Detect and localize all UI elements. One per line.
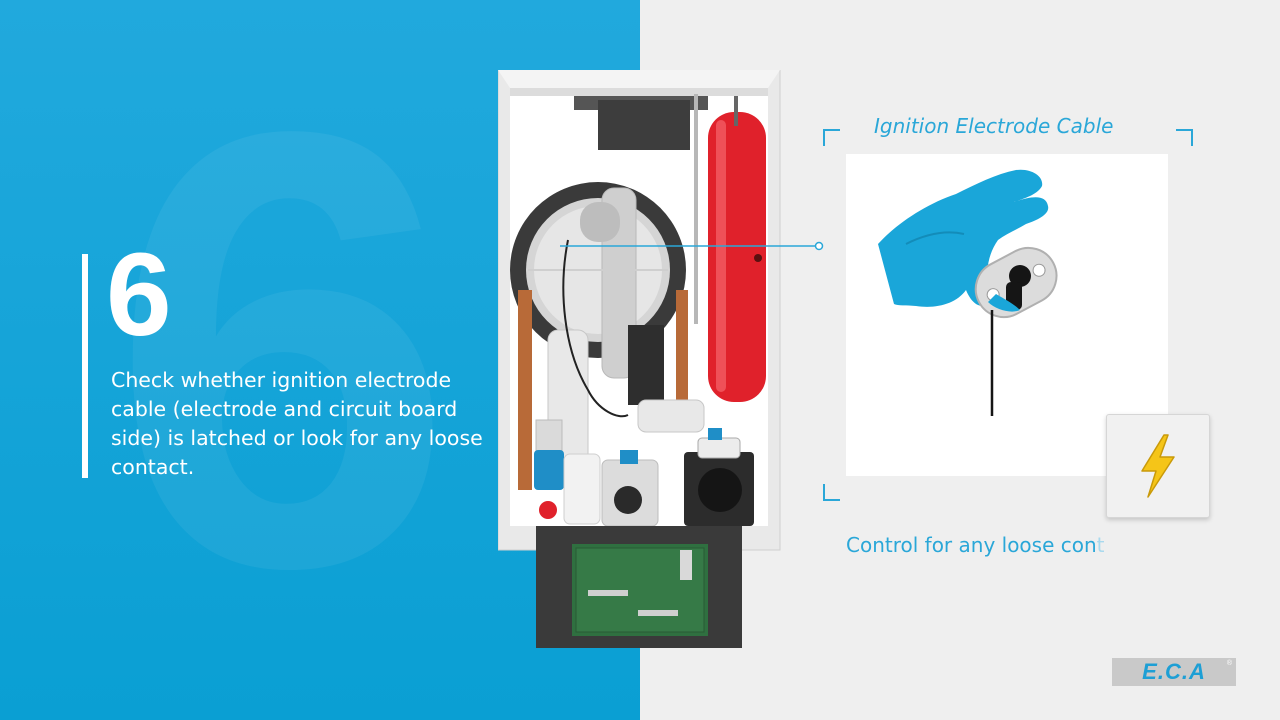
background-step-number: 6 xyxy=(110,4,455,696)
step-description: Check whether ignition electrode cable (… xyxy=(111,368,483,479)
boiler-illustration xyxy=(498,70,781,648)
logo-text: E.C.A xyxy=(1142,659,1206,684)
callout-connector-line xyxy=(560,241,824,251)
step-accent-bar xyxy=(82,254,88,478)
electric-check-button[interactable] xyxy=(1106,414,1210,518)
eca-logo: E.C.A ® xyxy=(1112,658,1236,686)
gloved-hand-electrode-illustration xyxy=(878,169,1058,416)
detail-info-text: Control for any loose cont xyxy=(846,533,1105,557)
detail-info-visible: Control for any loose con xyxy=(846,533,1097,557)
detail-info-fading: t xyxy=(1096,533,1105,557)
detail-caption: Ignition Electrode Cable xyxy=(874,114,1114,138)
registered-mark: ® xyxy=(1226,660,1232,667)
lightning-bolt-icon xyxy=(1141,434,1175,498)
frame-corner-marks xyxy=(823,129,1193,501)
step-number: 6 xyxy=(106,229,172,361)
